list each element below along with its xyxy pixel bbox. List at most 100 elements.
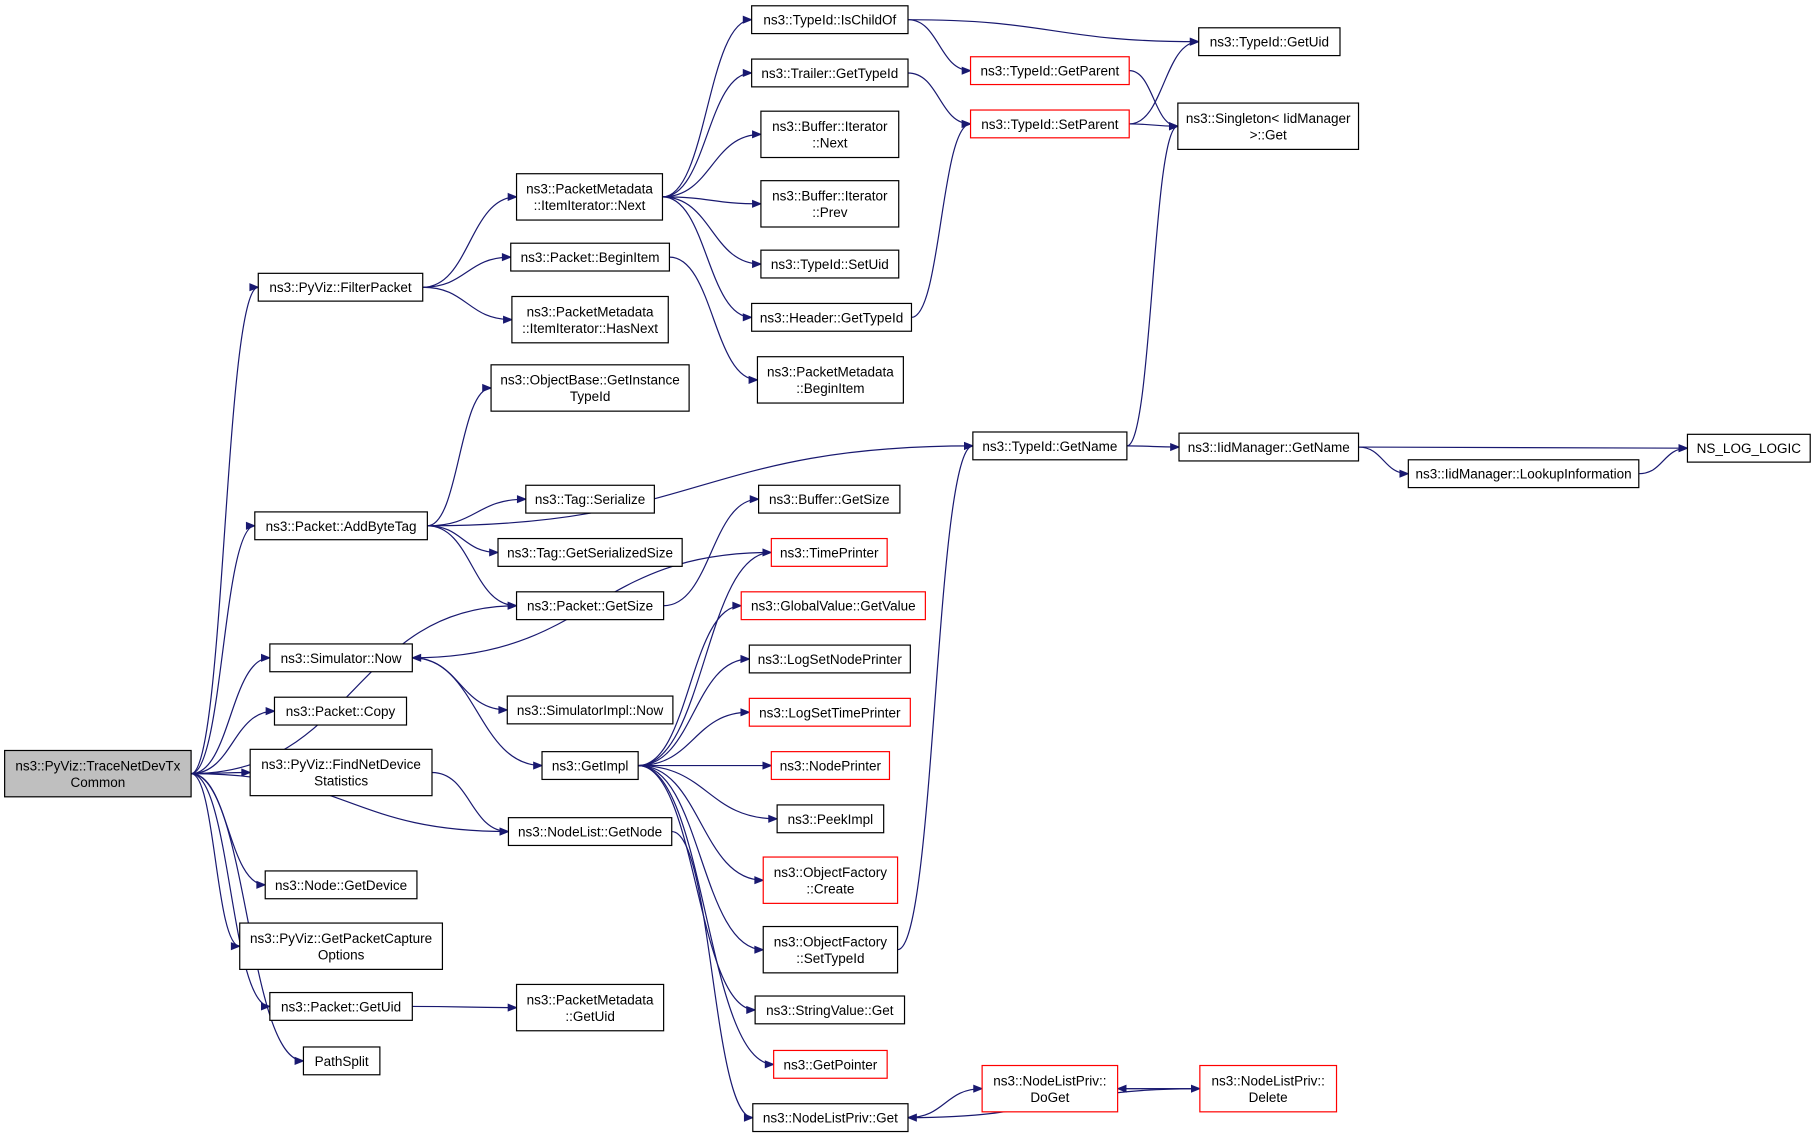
node-label: ns3::Buffer::Iterator <box>772 189 888 204</box>
node-label: ns3::Singleton< IidManager <box>1186 111 1351 126</box>
node-typeidgetname[interactable]: ns3::TypeId::GetName <box>972 431 1128 461</box>
edge-arrowhead <box>742 313 753 322</box>
node-label: ns3::TypeId::GetName <box>982 439 1117 454</box>
node-nodeprinter[interactable]: ns3::NodePrinter <box>770 751 891 781</box>
node-bufiternext[interactable]: ns3::Buffer::Iterator::Next <box>760 110 900 159</box>
node-pmbeginitem[interactable]: ns3::PacketMetadata::BeginItem <box>756 356 904 404</box>
node-filterpacket[interactable]: ns3::PyViz::FilterPacket <box>257 272 424 302</box>
node-typeidgetuid[interactable]: ns3::TypeId::GetUid <box>1198 27 1341 57</box>
node-iidgetname[interactable]: ns3::IidManager::GetName <box>1178 432 1360 462</box>
node-label: ns3::SimulatorImpl::Now <box>517 703 664 718</box>
node-pmgetuid[interactable]: ns3::PacketMetadata::GetUid <box>515 983 665 1032</box>
node-objfaccreate[interactable]: ns3::ObjectFactory::Create <box>762 856 899 904</box>
edge-getimpl-to-stringvalueget <box>638 764 756 1011</box>
node-label: ::ItemIterator::Next <box>534 198 646 213</box>
node-getimpl[interactable]: ns3::GetImpl <box>541 751 639 781</box>
node-box <box>748 644 911 674</box>
node-typeidsetparent[interactable]: ns3::TypeId::SetParent <box>969 109 1130 139</box>
node-box <box>1199 1064 1338 1113</box>
node-label: ::Prev <box>812 205 848 220</box>
node-box <box>515 173 664 221</box>
node-getpointer[interactable]: ns3::GetPointer <box>773 1049 888 1079</box>
edge-typeidsetparent-to-typeidgetuid <box>1129 41 1199 125</box>
node-simimplnow[interactable]: ns3::SimulatorImpl::Now <box>506 695 674 725</box>
node-box <box>269 643 413 673</box>
node-box <box>515 591 665 621</box>
node-box <box>751 302 913 332</box>
node-bufgetsize[interactable]: ns3::Buffer::GetSize <box>757 484 901 514</box>
node-logsetnodeprinter[interactable]: ns3::LogSetNodePrinter <box>748 644 911 674</box>
node-singletonget[interactable]: ns3::Singleton< IidManager>::Get <box>1177 102 1360 151</box>
edge-arrowhead <box>746 1005 757 1014</box>
node-label: ns3::IidManager::GetName <box>1188 440 1350 455</box>
node-nlprivdoget[interactable]: ns3::NodeListPriv::DoGet <box>981 1064 1119 1113</box>
node-peekimpl[interactable]: ns3::PeekImpl <box>776 804 885 834</box>
node-globalvalget[interactable]: ns3::GlobalValue::GetValue <box>740 591 926 621</box>
node-logsettimeprinter[interactable]: ns3::LogSetTimePrinter <box>748 697 911 727</box>
node-box <box>770 537 888 567</box>
node-nlprivdelete[interactable]: ns3::NodeListPriv::Delete <box>1199 1064 1338 1113</box>
node-timeprinter[interactable]: ns3::TimePrinter <box>770 537 888 567</box>
node-typeidsetuid[interactable]: ns3::TypeId::SetUid <box>760 249 900 279</box>
node-nodelistgetnode[interactable]: ns3::NodeList::GetNode <box>507 817 673 847</box>
node-box <box>773 1049 888 1079</box>
node-box <box>4 749 192 798</box>
edge-arrowhead <box>768 814 779 823</box>
node-box <box>273 696 408 726</box>
node-box <box>770 751 891 781</box>
node-bufiterprev[interactable]: ns3::Buffer::Iterator::Prev <box>760 180 900 228</box>
node-nodegetdevice[interactable]: ns3::Node::GetDevice <box>264 870 418 900</box>
node-label: ::ItemIterator::HasNext <box>522 321 658 336</box>
node-pmhasnext[interactable]: ns3::PacketMetadata::ItemIterator::HasNe… <box>511 295 669 344</box>
edge-arrowhead <box>1170 442 1181 452</box>
node-addbytetag[interactable]: ns3::Packet::AddByteTag <box>254 511 428 541</box>
edge-arrowhead <box>1678 444 1689 453</box>
node-headergettypeid[interactable]: ns3::Header::GetTypeId <box>751 302 913 332</box>
node-label: ns3::PyViz::TraceNetDevTx <box>15 758 180 773</box>
edge-simnow-to-simimplnow <box>412 657 508 711</box>
edge-iidgetname-to-iidlookup <box>1358 446 1409 475</box>
node-label: ns3::Tag::GetSerializedSize <box>507 545 673 560</box>
node-box <box>754 995 906 1025</box>
node-label: ns3::Packet::AddByteTag <box>266 519 417 534</box>
edge-nodelistprivget-to-nlprivdoget <box>907 1088 983 1119</box>
edge-arrowhead <box>762 761 773 770</box>
node-stringvalueget[interactable]: ns3::StringValue::Get <box>754 995 906 1025</box>
node-label: ns3::TypeId::IsChildOf <box>763 13 896 28</box>
edge-typeidgetparent-to-singletonget <box>1129 70 1178 127</box>
edge-arrowhead <box>507 192 518 201</box>
node-box <box>515 983 665 1032</box>
node-label: ns3::PyViz::GetPacketCapture <box>250 931 432 946</box>
node-typeidischildof[interactable]: ns3::TypeId::IsChildOf <box>751 5 909 35</box>
node-pmnext[interactable]: ns3::PacketMetadata::ItemIterator::Next <box>515 173 664 221</box>
node-trailergettypeid[interactable]: ns3::Trailer::GetTypeId <box>751 58 909 88</box>
node-packetcopy[interactable]: ns3::Packet::Copy <box>273 696 408 726</box>
node-label: ns3::LogSetNodePrinter <box>758 652 903 667</box>
edge-arrowhead <box>961 66 972 75</box>
node-box <box>490 364 690 412</box>
node-label: ns3::Trailer::GetTypeId <box>761 66 898 81</box>
node-nsloglogic[interactable]: NS_LOG_LOGIC <box>1686 433 1811 463</box>
node-simnow[interactable]: ns3::Simulator::Now <box>269 643 413 673</box>
node-pathsplit[interactable]: PathSplit <box>302 1046 381 1076</box>
node-packetgetuid[interactable]: ns3::Packet::GetUid <box>269 991 413 1021</box>
edge-simnow-to-getimpl <box>412 657 543 767</box>
node-taggetsersize[interactable]: ns3::Tag::GetSerializedSize <box>497 537 683 567</box>
node-typeidgetparent[interactable]: ns3::TypeId::GetParent <box>969 56 1130 86</box>
edge-filterpacket-to-pmhasnext <box>422 286 512 321</box>
node-tagser[interactable]: ns3::Tag::Serialize <box>525 484 655 514</box>
node-objfacsettypeid[interactable]: ns3::ObjectFactory::SetTypeId <box>762 925 899 974</box>
edge-headergettypeid-to-typeidsetparent <box>911 123 971 318</box>
edge-arrowhead <box>265 707 276 716</box>
node-nodelistprivget[interactable]: ns3::NodeListPriv::Get <box>752 1103 909 1133</box>
node-box <box>525 484 655 514</box>
node-packetgetsize[interactable]: ns3::Packet::GetSize <box>515 591 665 621</box>
node-pbeginitem[interactable]: ns3::Packet::BeginItem <box>510 242 671 272</box>
edge-addbytetag-to-taggetsersize <box>427 525 499 554</box>
node-iidlookup[interactable]: ns3::IidManager::LookupInformation <box>1407 459 1640 489</box>
